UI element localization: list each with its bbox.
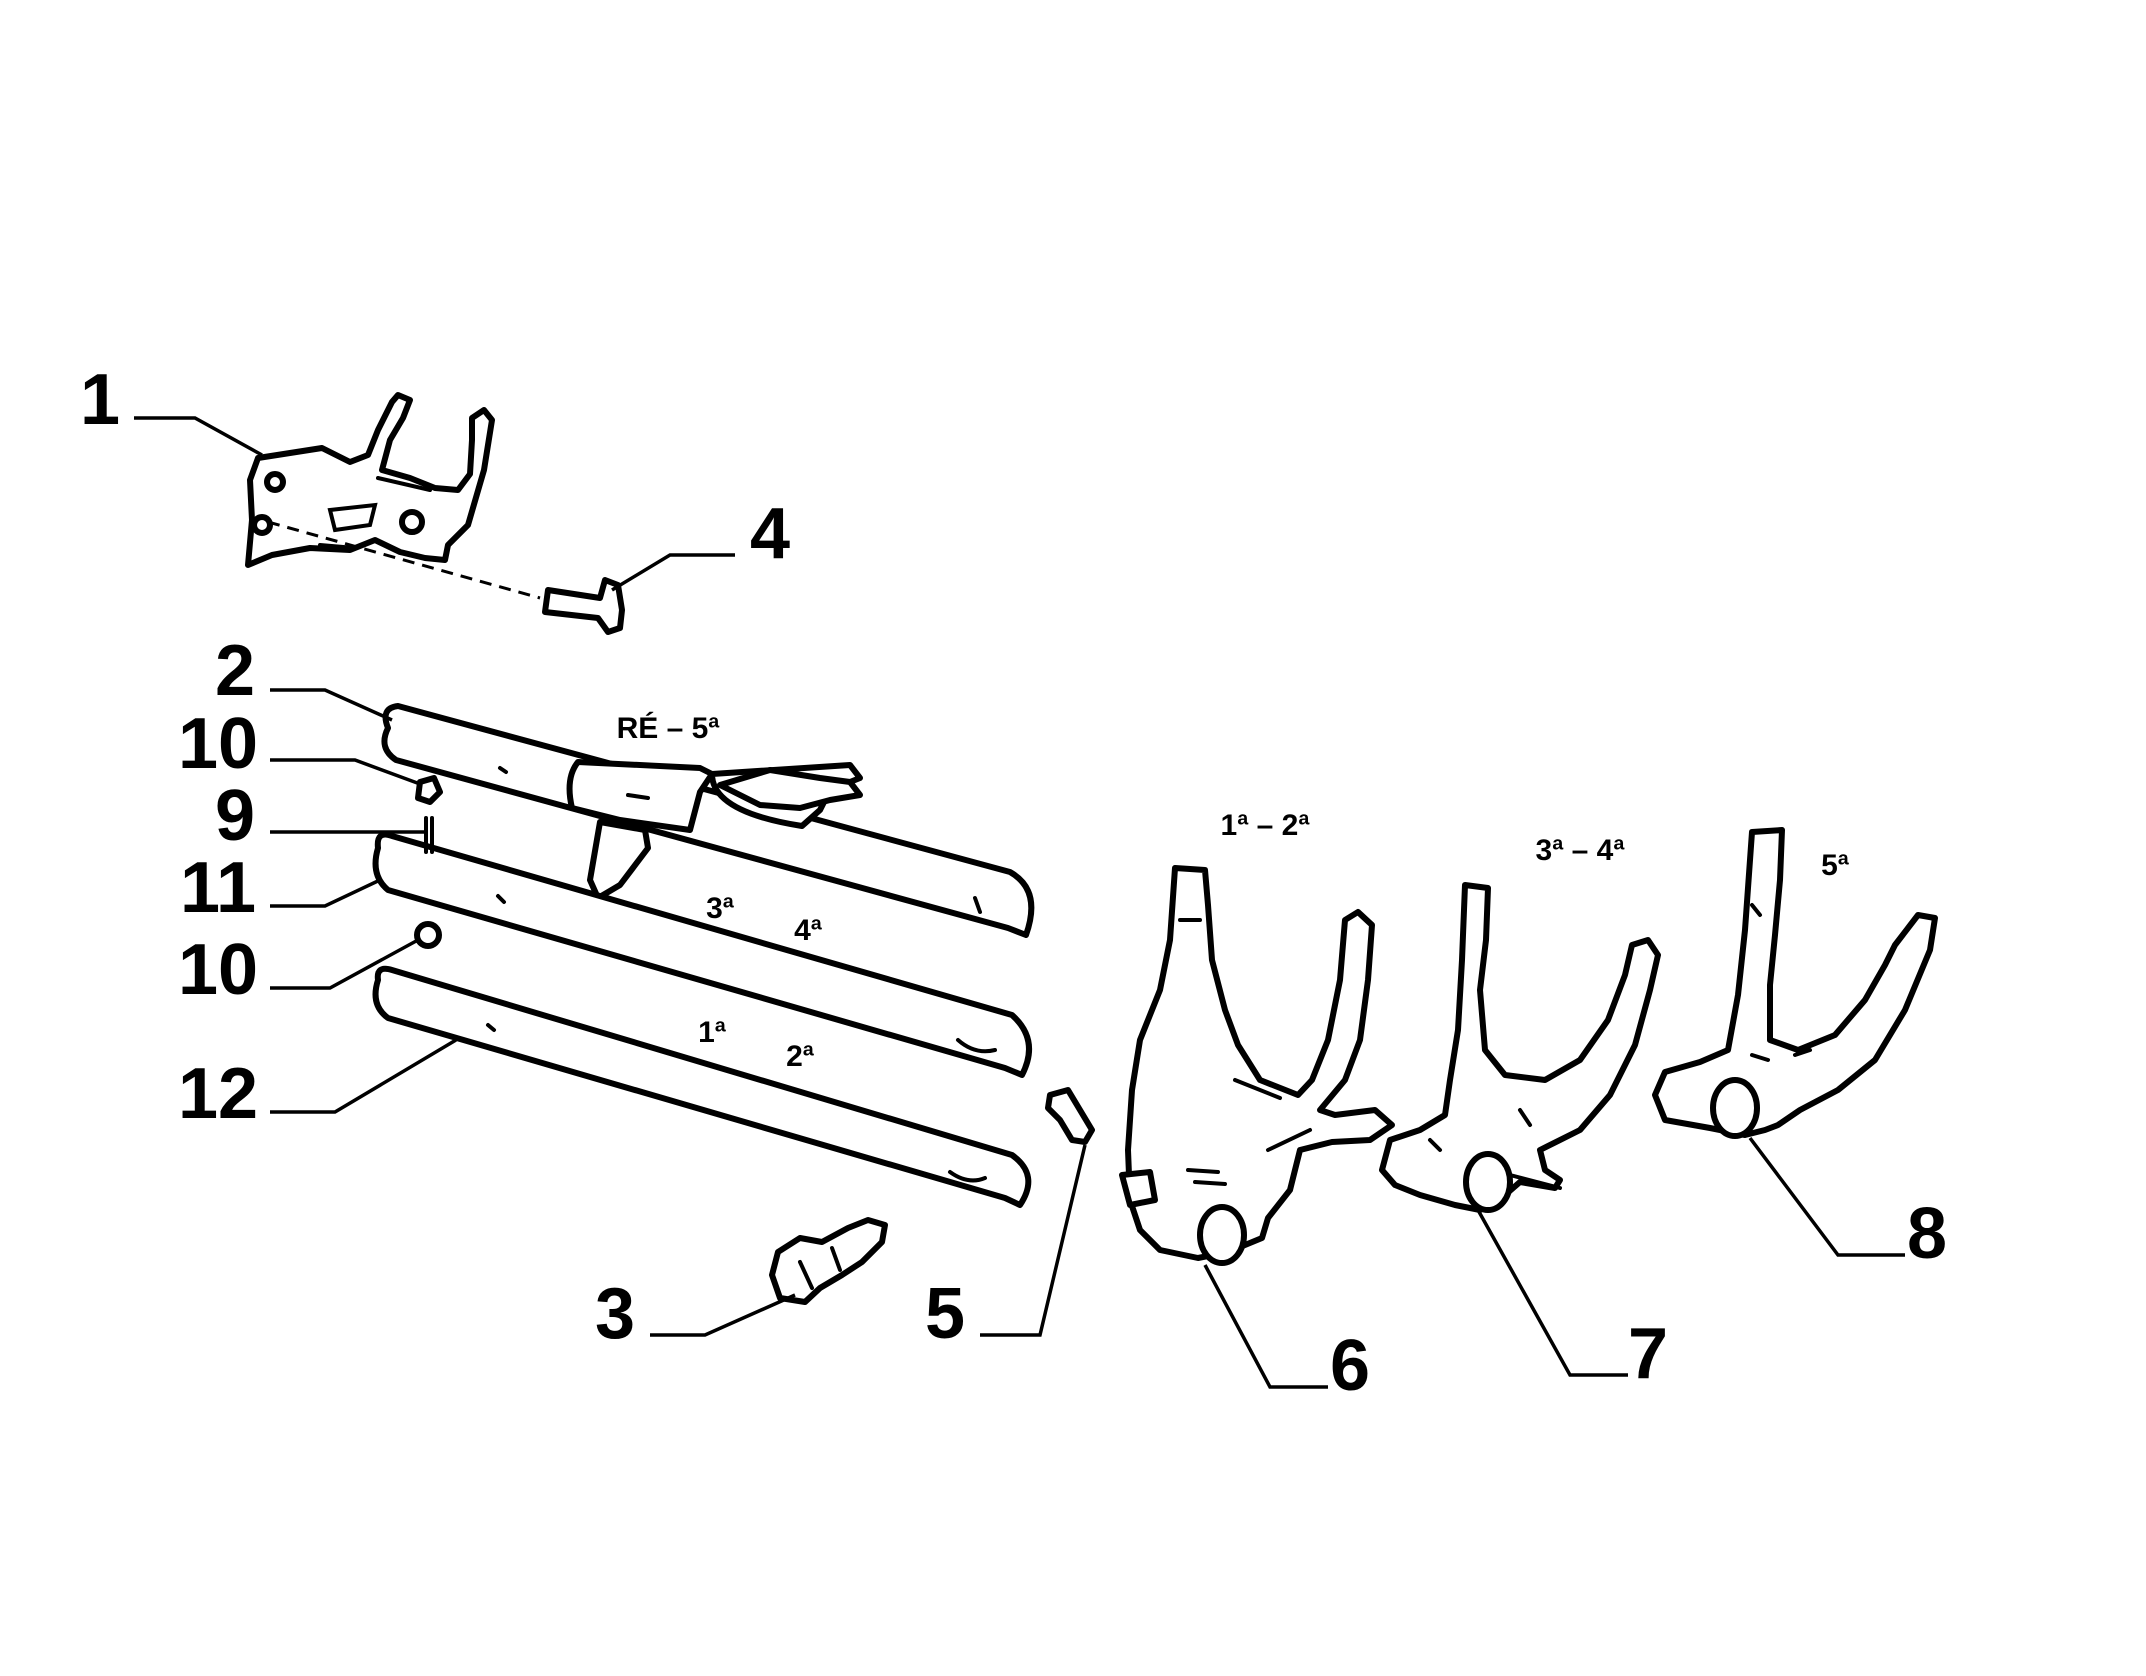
callout-6: 6	[1330, 1326, 1370, 1406]
part-11-third-fourth-rod	[372, 831, 1032, 1078]
callout-2: 2	[215, 631, 255, 711]
callout-12: 12	[178, 1054, 258, 1134]
fork7-label: 3ª – 4ª	[1536, 834, 1626, 867]
part-2-reverse-fifth-rod	[381, 703, 1035, 938]
leader-lines	[134, 416, 1905, 1389]
part-10-ball-lower	[414, 921, 442, 949]
part-6-fork-first-second	[1119, 865, 1395, 1266]
callout-10-lower: 10	[178, 930, 258, 1010]
part-8-fork-fifth	[1652, 827, 1938, 1139]
fork8-label: 5ª	[1821, 849, 1850, 882]
rod11-label-3: 3ª	[706, 892, 735, 925]
part-7-fork-third-fourth	[1379, 882, 1661, 1213]
callout-4: 4	[750, 494, 790, 574]
part-9-interlock-pin	[424, 816, 434, 854]
rod12-label-1: 1ª	[698, 1016, 727, 1049]
part-12-first-second-rod	[372, 965, 1032, 1208]
rod12-label-2: 2ª	[786, 1040, 815, 1073]
callout-3: 3	[595, 1274, 635, 1354]
part-1-selector-bracket	[245, 392, 495, 568]
part-10-ball-upper	[415, 775, 443, 805]
callout-5: 5	[925, 1274, 965, 1354]
callout-11: 11	[180, 848, 256, 928]
fork6-label: 1ª – 2ª	[1221, 809, 1311, 842]
callout-numbers: 1 2 3 4 5 6 7 8 9 10 10 11 12	[80, 360, 1947, 1406]
callout-8: 8	[1907, 1194, 1947, 1274]
part-5-bolt	[1045, 1087, 1095, 1145]
gear-labels: RÉ – 5ª 3ª 4ª 1ª 2ª 1ª – 2ª 3ª – 4ª 5ª	[617, 711, 1850, 1073]
part-4-pin	[267, 520, 625, 635]
rod11-label-4: 4ª	[794, 914, 823, 947]
callout-9: 9	[215, 776, 255, 856]
rod2-label: RÉ – 5ª	[617, 711, 721, 745]
callout-1: 1	[80, 360, 120, 440]
callout-10-upper: 10	[178, 704, 258, 784]
callout-7: 7	[1628, 1314, 1668, 1394]
part-3-detent-plug	[769, 1217, 888, 1305]
